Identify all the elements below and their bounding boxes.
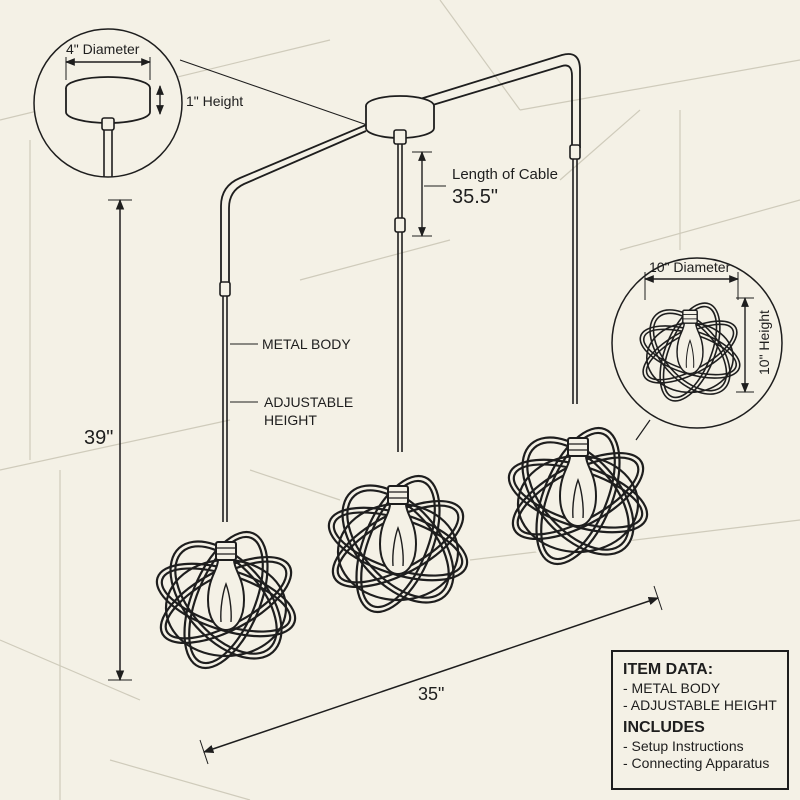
- fixture-frame: [220, 53, 581, 282]
- pendant-shade-left: [147, 519, 305, 681]
- shade-height-label: 10" Height: [756, 310, 772, 375]
- canopy-height-label: 1" Height: [186, 93, 244, 109]
- cable-length-dimension: [412, 151, 446, 237]
- includes-heading: INCLUDES: [623, 719, 705, 736]
- shade-diameter-label: 10" Diameter: [649, 259, 731, 275]
- cables: [219, 144, 581, 522]
- includes-line: - Setup Instructions: [623, 738, 744, 754]
- item-data-heading: ITEM DATA:: [623, 661, 714, 678]
- pendant-shade-center: [319, 463, 477, 625]
- item-data-line: - METAL BODY: [623, 680, 721, 696]
- includes-line: - Connecting Apparatus: [623, 755, 770, 771]
- ceiling-canopy: [365, 95, 435, 145]
- overall-height-label: 39": [84, 427, 114, 449]
- canopy-diameter-label: 4" Diameter: [66, 41, 140, 57]
- overall-height-dimension: [108, 198, 132, 682]
- cable-length-label: Length of Cable: [452, 166, 558, 183]
- shade-detail: [611, 257, 783, 441]
- canopy-detail: [33, 28, 371, 178]
- item-data-box: ITEM DATA: - METAL BODY - ADJUSTABLE HEI…: [611, 650, 789, 790]
- metal-body-callout: METAL BODY: [262, 336, 351, 352]
- callout-leaders: [230, 343, 258, 403]
- pendant-shade-right: [499, 415, 657, 577]
- overall-width-dimension: [199, 585, 663, 765]
- adjustable-callout-line1: ADJUSTABLE: [264, 394, 354, 410]
- overall-width-label: 35": [418, 684, 445, 704]
- item-data-line: - ADJUSTABLE HEIGHT: [623, 697, 777, 713]
- adjustable-callout-line2: HEIGHT: [264, 412, 317, 428]
- cable-length-value: 35.5": [452, 186, 499, 208]
